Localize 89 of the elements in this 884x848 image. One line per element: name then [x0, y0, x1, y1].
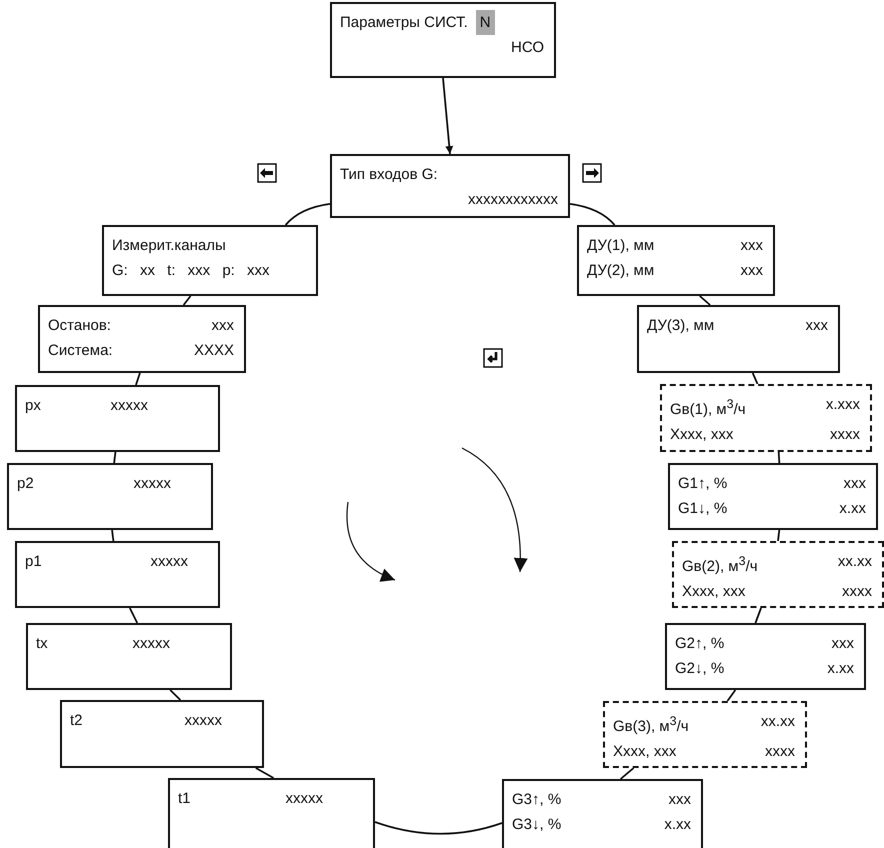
- menu-screen: [7, 463, 213, 530]
- parameter-value: xxxx: [765, 743, 795, 760]
- connector-line: [620, 767, 634, 780]
- parameter-name: t1: [178, 790, 191, 807]
- parameter-value: xx.xx: [838, 553, 872, 570]
- parameter-name: t2: [70, 712, 83, 729]
- connector-line: [374, 821, 502, 835]
- parameter-name: G2↓, %: [675, 660, 724, 677]
- connector-line: [284, 203, 330, 226]
- connector-line: [754, 608, 762, 624]
- parameter-name: G3↓, %: [512, 816, 562, 833]
- dashed-menu-screen: [603, 701, 807, 768]
- connector-line: [113, 452, 116, 464]
- parameter-name: Система:: [48, 342, 113, 359]
- highlighted-cursor: N: [476, 10, 495, 35]
- parameter-value: x.xxx: [826, 396, 860, 413]
- parameter-value: xxxxx: [184, 712, 222, 729]
- menu-screen: [502, 779, 703, 848]
- parameter-value: x.xx: [827, 660, 854, 677]
- parameter-value: xxxxx: [132, 635, 170, 652]
- parameter-name: G2↑, %: [675, 635, 724, 652]
- parameter-name: G1↑, %: [678, 475, 728, 492]
- parameter-name: Gв(3), м$^{3}$/ч: [613, 718, 689, 735]
- menu-screen: [577, 225, 775, 296]
- parameter-name: Gв(2), м$^{3}$/ч: [682, 558, 758, 575]
- parameter-name: Xxxx, xxx: [670, 426, 734, 443]
- menu-screen: [665, 623, 866, 690]
- dashed-menu-screen: [672, 541, 884, 608]
- parameter-name: p2: [17, 475, 34, 492]
- parameter-value: xxxxx: [134, 475, 171, 492]
- connector-line: [135, 372, 141, 386]
- parameter-value: xxx: [832, 635, 854, 652]
- connector-line: [129, 608, 138, 624]
- parameter-value: x.xx: [839, 500, 866, 517]
- parameter-value: xxx: [212, 317, 234, 334]
- menu-screen: [330, 2, 556, 78]
- parameter-value: xxxx: [830, 426, 860, 443]
- parameter-name: ДУ(1), мм: [587, 237, 654, 254]
- menu-screen: [38, 305, 246, 373]
- parameter-name: ДУ(3), мм: [647, 317, 714, 334]
- connector-line: [777, 530, 780, 542]
- dashed-menu-screen: [660, 384, 872, 452]
- connector-line: [170, 689, 181, 701]
- parameter-value: xxxxx: [110, 397, 148, 414]
- parameter-value: XXXX: [194, 342, 234, 359]
- menu-screen: [102, 225, 318, 296]
- parameter-name: G1↓, %: [678, 500, 728, 517]
- menu-value: xxxxxxxxxxxx: [468, 191, 558, 208]
- parameter-value: xxxx: [842, 583, 872, 600]
- connector-line: [752, 372, 758, 384]
- parameter-value: xxx: [844, 475, 866, 492]
- parameter-value: xxxxx: [286, 790, 323, 807]
- parameter-value: xxxxx: [150, 553, 188, 570]
- parameter-name: Xxxx, xxx: [613, 743, 676, 760]
- menu-values: G: xx t: xxx p: xxx: [112, 262, 270, 279]
- menu-title: Измерит.каналы: [112, 237, 226, 254]
- parameter-name: px: [25, 397, 41, 414]
- menu-screen: [15, 385, 220, 452]
- parameter-name: Xxxx, xxx: [682, 583, 746, 600]
- parameter-value: xxx: [806, 317, 828, 334]
- menu-screen: [668, 463, 878, 530]
- menu-screen: [637, 305, 840, 373]
- menu-screen: [60, 700, 264, 768]
- connector-line: [182, 295, 192, 306]
- menu-screen: [26, 623, 232, 690]
- parameter-value: xxx: [740, 237, 763, 254]
- connector-line: [778, 452, 780, 464]
- menu-value: НСО: [510, 39, 544, 56]
- connector-line: [570, 203, 616, 226]
- parameter-name: G3↑, %: [512, 791, 562, 808]
- menu-title: Параметры СИСТ.: [340, 13, 468, 33]
- parameter-value: xxx: [668, 791, 691, 808]
- connector-line: [255, 767, 274, 779]
- menu-screen: [15, 541, 220, 608]
- parameter-name: Останов:: [48, 317, 111, 334]
- parameter-name: ДУ(2), мм: [587, 262, 654, 279]
- arrow: [442, 78, 454, 154]
- connector-line: [726, 689, 736, 702]
- parameter-name: p1: [25, 553, 42, 570]
- connector-line: [699, 295, 711, 306]
- parameter-value: xx.xx: [760, 713, 795, 730]
- menu-screen: [330, 154, 570, 218]
- parameter-value: x.xx: [664, 816, 691, 833]
- connector-line: [111, 530, 114, 542]
- parameter-value: xxx: [740, 262, 763, 279]
- parameter-name: tx: [36, 635, 48, 652]
- menu-screen: [168, 778, 375, 848]
- parameter-name: Gв(1), м$^{3}$/ч: [670, 401, 746, 418]
- menu-title: Тип входов G:: [340, 166, 438, 183]
